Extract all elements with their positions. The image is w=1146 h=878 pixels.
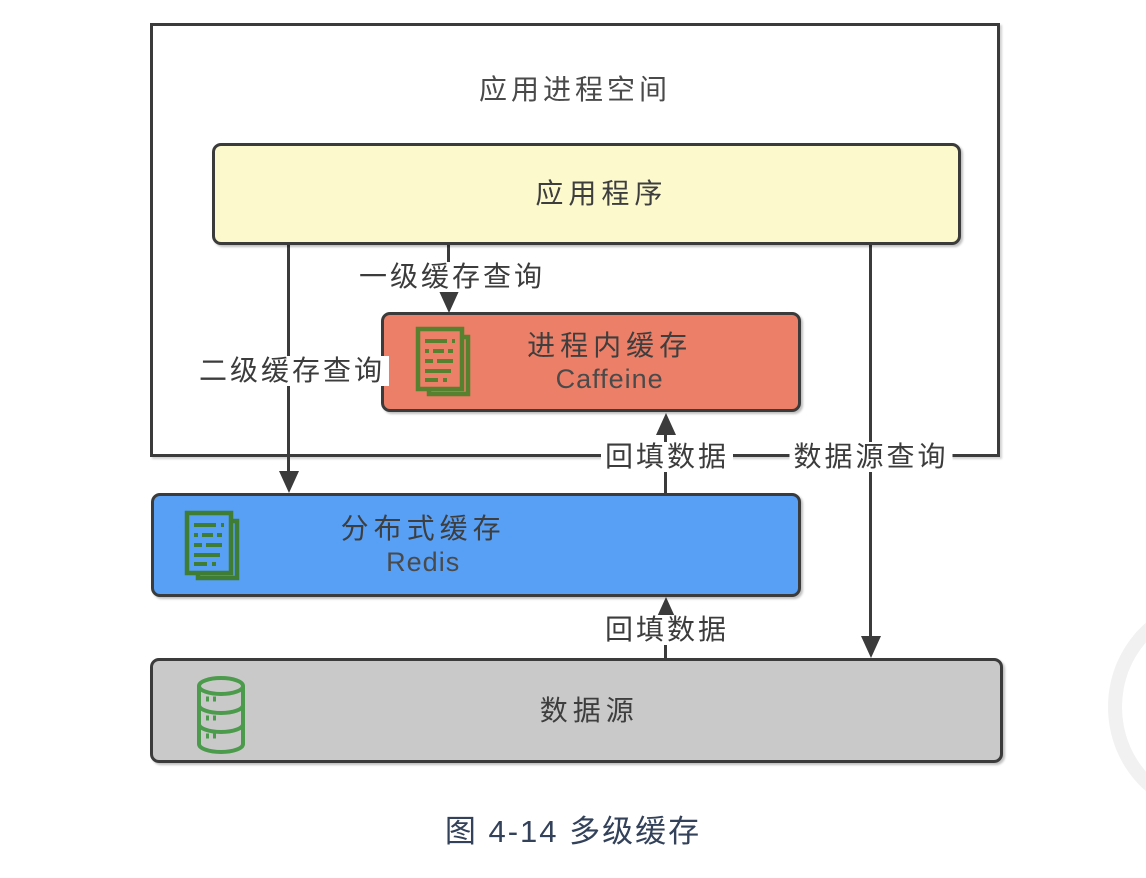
datasource-label: 数据源 (539, 694, 639, 726)
edge-label-level1-query: 一级缓存查询 (354, 262, 550, 292)
database-icon (194, 675, 248, 760)
node-datasource: 数据源 (150, 658, 1003, 763)
document-icon (180, 509, 244, 592)
edge-datasource-query-arrowhead (861, 636, 881, 658)
local-cache-title: 进程内缓存 (527, 330, 693, 361)
watermark-circle (1108, 598, 1146, 816)
figure-caption: 图 4-14 多级缓存 (444, 814, 702, 849)
node-local-cache: 进程内缓存 Caffeine (381, 312, 801, 412)
edge-label-backfill-distributed: 回填数据 (600, 615, 734, 645)
node-application: 应用程序 (212, 143, 961, 245)
node-distributed-cache: 分布式缓存 Redis (151, 493, 801, 597)
edge-label-backfill-local: 回填数据 (600, 442, 734, 472)
edge-backfill-distributed-arrowhead (656, 597, 676, 619)
edge-level1-arrowhead (439, 291, 459, 313)
edge-label-datasource-query: 数据源查询 (789, 442, 953, 472)
document-icon (411, 325, 475, 408)
application-label: 应用程序 (535, 178, 668, 209)
edge-datasource-query-line (869, 245, 872, 636)
local-cache-subtitle: Caffeine (555, 364, 664, 394)
distributed-cache-title: 分布式缓存 (340, 513, 506, 544)
edge-backfill-local-arrowhead (656, 413, 676, 435)
process-space-container: 应用进程空间 (150, 23, 1000, 457)
edge-label-level2-query: 二级缓存查询 (194, 356, 390, 386)
process-space-label: 应用进程空间 (478, 74, 671, 105)
distributed-cache-subtitle: Redis (386, 547, 461, 577)
edge-level2-arrowhead (279, 471, 299, 493)
